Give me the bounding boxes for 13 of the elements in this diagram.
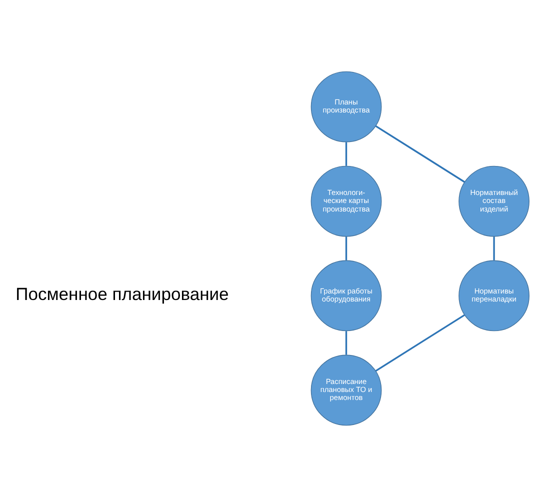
node-circle: Планы производства — [310, 71, 382, 142]
connector — [375, 314, 465, 372]
connector — [493, 236, 495, 260]
node-circle: Нормативы переналадки — [458, 260, 530, 332]
connector — [345, 236, 348, 260]
label: Посменное планирование — [16, 284, 229, 304]
node-circle: Технологи- ческие карты производства — [310, 166, 382, 237]
node-circle: График работы оборудования — [310, 260, 382, 332]
node-circle: Расписание плановых ТО и ремонтов — [310, 354, 382, 426]
connector — [345, 142, 348, 166]
connector — [375, 125, 465, 183]
node-circle: Нормативный состав изделий — [458, 166, 530, 237]
connector — [345, 331, 348, 355]
